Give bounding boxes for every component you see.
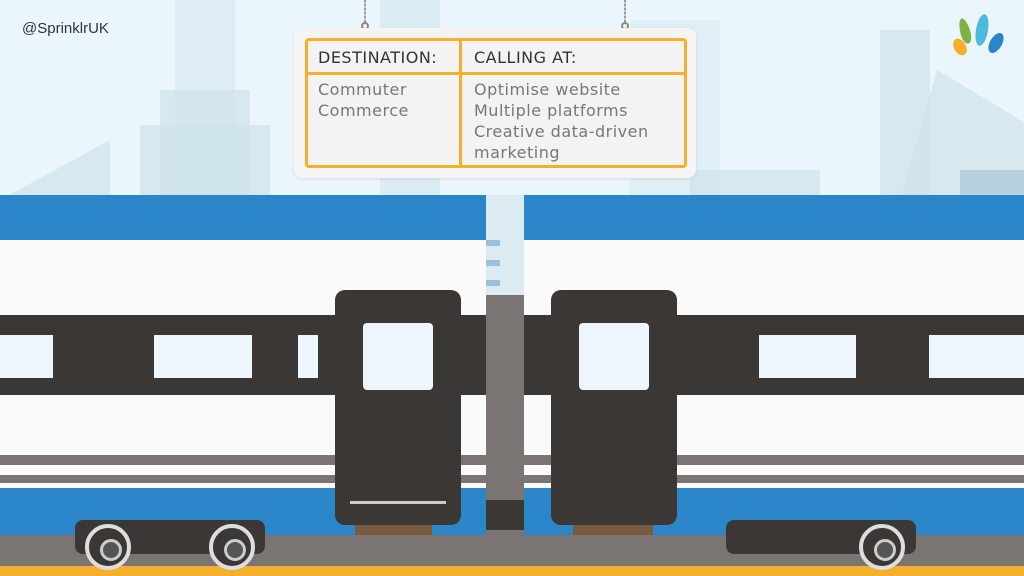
calling-at-line: Creative data-driven <box>474 122 649 141</box>
right-train-door <box>551 290 677 525</box>
door-window <box>579 323 649 390</box>
sign-chain-left <box>364 0 366 24</box>
calling-at-line: Optimise website <box>474 80 621 99</box>
calling-at-list: Optimise website Multiple platforms Crea… <box>474 79 649 163</box>
destination-list: Commuter Commerce <box>318 79 409 121</box>
window <box>929 335 1024 378</box>
destination-line: Commerce <box>318 101 409 120</box>
calling-at-line: marketing <box>474 143 561 162</box>
window <box>0 335 53 378</box>
sign-chain-right <box>624 0 626 24</box>
departure-board: DESTINATION: CALLING AT: Commuter Commer… <box>305 38 687 168</box>
window <box>154 335 252 378</box>
window <box>759 335 856 378</box>
left-train-door <box>335 290 461 525</box>
calling-at-line: Multiple platforms <box>474 101 628 120</box>
wheel <box>209 524 255 570</box>
door-window <box>363 323 433 390</box>
calling-at-header: CALLING AT: <box>474 48 577 67</box>
window <box>298 335 318 378</box>
carriage-gap <box>486 195 524 535</box>
departure-sign: DESTINATION: CALLING AT: Commuter Commer… <box>294 28 696 178</box>
platform-edge <box>0 566 1024 576</box>
wheel <box>85 524 131 570</box>
destination-header: DESTINATION: <box>318 48 438 67</box>
sprinklr-logo <box>950 13 1012 64</box>
twitter-handle: @SprinklrUK <box>22 20 109 37</box>
destination-line: Commuter <box>318 80 407 99</box>
wheel <box>859 524 905 570</box>
